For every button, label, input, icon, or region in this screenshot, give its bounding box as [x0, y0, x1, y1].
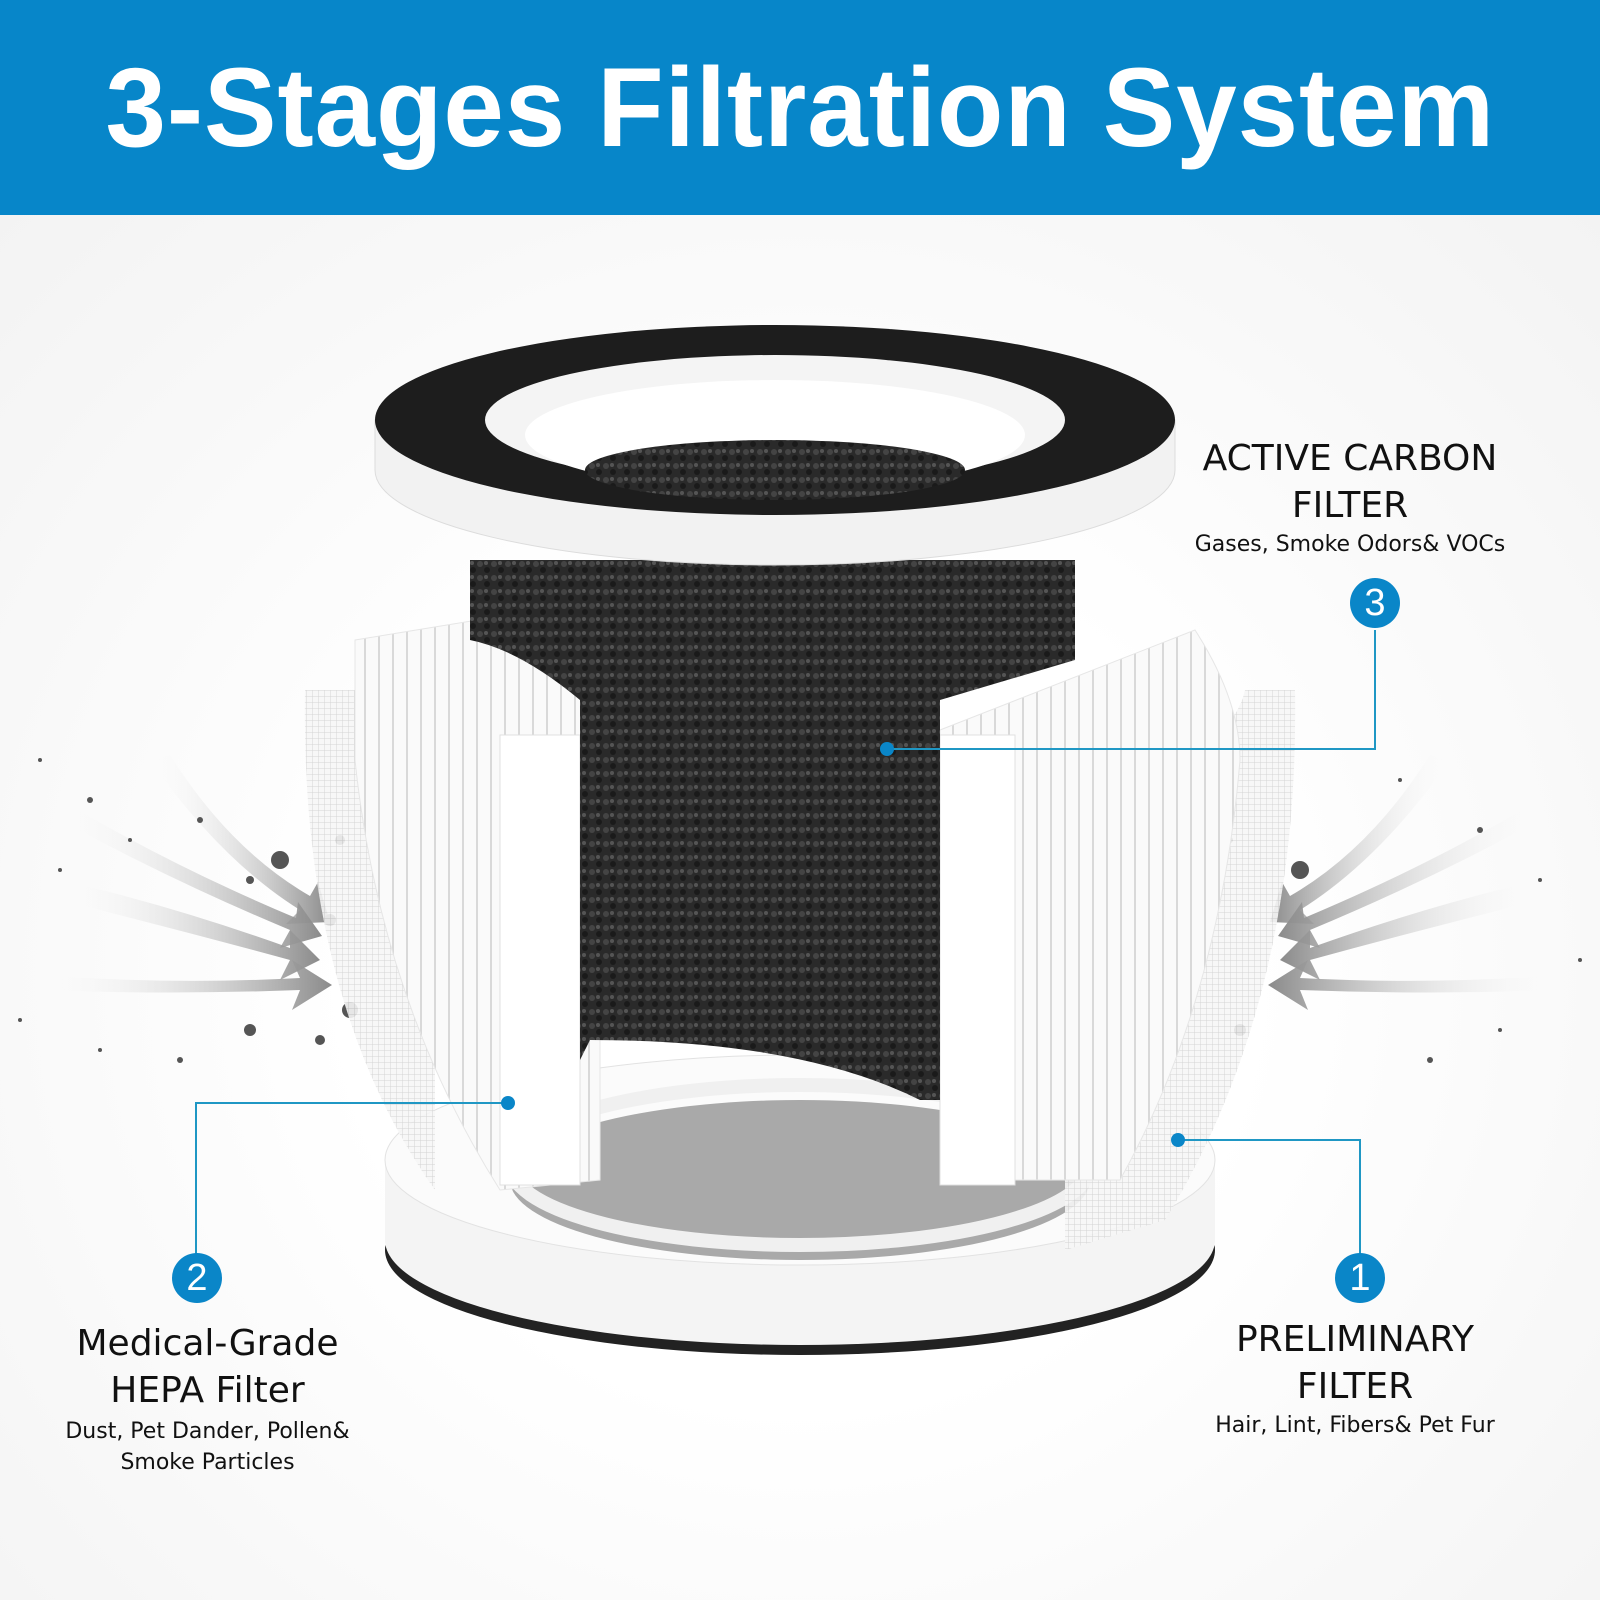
page-title: 3-Stages Filtration System: [105, 45, 1495, 170]
callout-dot-1: [1171, 1133, 1185, 1147]
stage-2-title-line2: HEPA Filter: [110, 1370, 305, 1411]
stage-1-badge: 1: [1335, 1253, 1385, 1303]
airflow-arrow-icon: [40, 755, 332, 1010]
leader-line-1: [1178, 1139, 1361, 1255]
stage-3-title-line2: FILTER: [1291, 485, 1409, 526]
stage-3-title-line1: ACTIVE CARBON: [1202, 438, 1498, 479]
stage-2-description: Dust, Pet Dander, Pollen& Smoke Particle…: [0, 1416, 415, 1478]
stage-3-badge: 3: [1350, 578, 1400, 628]
stage-2-title-line1: Medical-Grade: [76, 1323, 339, 1364]
callout-dot-3: [880, 742, 894, 756]
header-banner: 3-Stages Filtration System: [0, 0, 1600, 215]
airflow-arrow-icon: [1268, 755, 1560, 1010]
stage-1-description: Hair, Lint, Fibers& Pet Fur: [1215, 1413, 1495, 1438]
stage-2-description-line2: Smoke Particles: [120, 1450, 295, 1475]
stage-2-title: Medical-Grade HEPA Filter: [0, 1320, 415, 1414]
leader-line-3: [887, 630, 1376, 750]
callout-dot-2: [501, 1096, 515, 1110]
stage-2-badge: 2: [172, 1253, 222, 1303]
stage-1-title-line2: FILTER: [1296, 1366, 1414, 1407]
stage-2-description-line1: Dust, Pet Dander, Pollen&: [65, 1419, 350, 1444]
stage-1-title-line1: PRELIMINARY: [1235, 1319, 1475, 1360]
leader-line-2: [195, 1102, 508, 1255]
stage-1-title: PRELIMINARY FILTER: [1150, 1316, 1560, 1410]
stage-3-description: Gases, Smoke Odors& VOCs: [1194, 532, 1506, 557]
stage-3-title: ACTIVE CARBON FILTER: [1150, 435, 1550, 529]
